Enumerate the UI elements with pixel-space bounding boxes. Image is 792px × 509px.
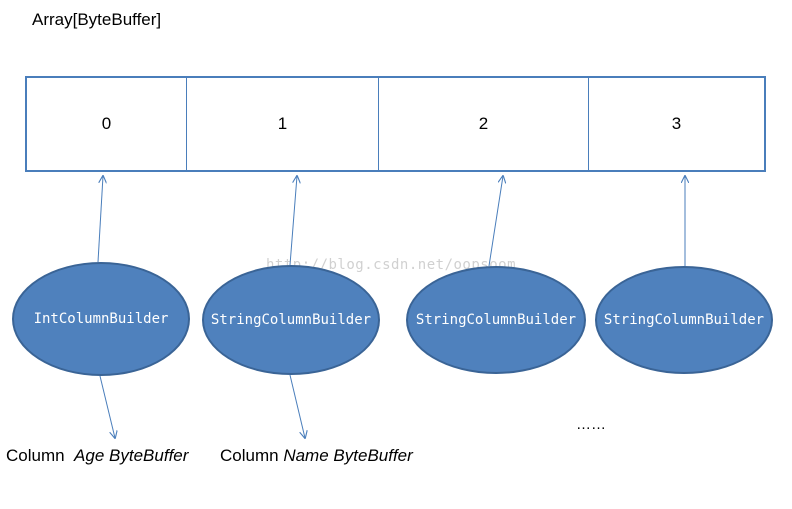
column-age-suffix: ByteBuffer [109,446,189,465]
int-column-builder-node: IntColumnBuilder [12,262,190,376]
diagram-title: Array[ByteBuffer] [32,10,162,29]
arrow-builder2-to-cell2 [488,176,503,267]
string-column-builder-node-2: StringColumnBuilder [406,266,586,374]
array-cell-0: 0 [101,114,112,133]
bytebuffer-array: 0 1 2 3 [25,76,766,172]
arrow-builder1-to-cell1 [289,176,297,266]
string-column-builder-node-1: StringColumnBuilder [202,265,380,375]
column-age-label: Column Age ByteBuffer [6,446,188,466]
builder-label-2: StringColumnBuilder [415,312,577,328]
array-cell-1: 1 [186,78,378,170]
array-cell-2: 2 [378,78,588,170]
builder-label-3: StringColumnBuilder [603,312,765,328]
arrow-builder0-to-cell0 [97,176,103,263]
more-builders-ellipsis: …… [576,416,606,433]
column-name-name: Name [283,446,329,465]
arrow-builder0-to-column-age [99,375,115,438]
column-age-prefix: Column [6,446,65,465]
arrow-builder1-to-column-name [289,374,305,438]
column-name-prefix: Column [220,446,279,465]
watermark-text: http://blog.csdn.net/oopsoom [266,257,517,273]
column-name-label: Column Name ByteBuffer [220,446,413,466]
column-age-name: Age [74,446,105,465]
array-cell-3: 3 [588,78,764,170]
string-column-builder-node-3: StringColumnBuilder [595,266,773,374]
builder-label-0: IntColumnBuilder [33,311,169,327]
column-name-suffix: ByteBuffer [333,446,413,465]
builder-label-1: StringColumnBuilder [210,312,372,328]
